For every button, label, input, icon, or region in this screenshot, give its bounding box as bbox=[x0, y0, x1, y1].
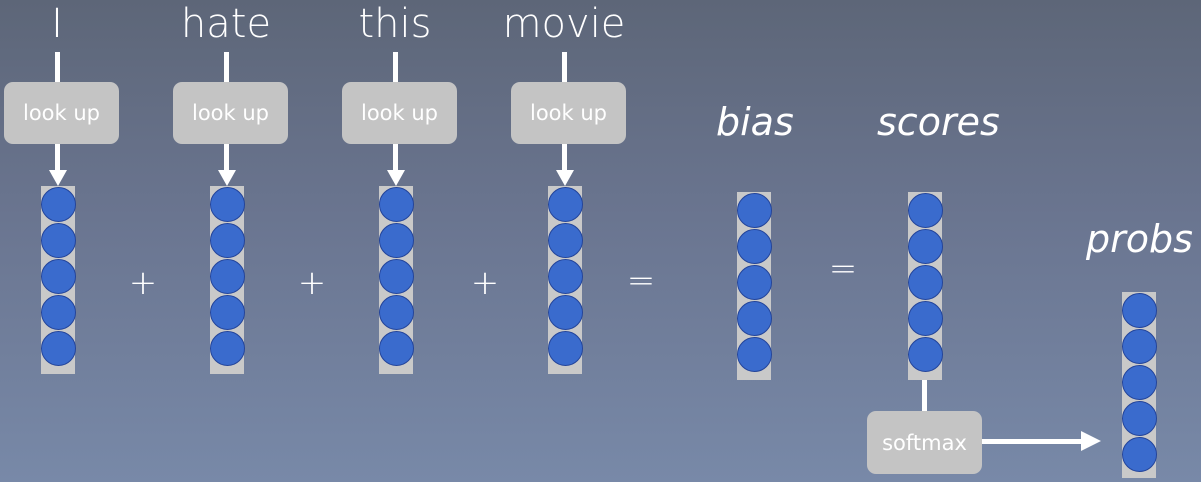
lookup-box: look up bbox=[173, 82, 288, 144]
vector-node bbox=[209, 187, 245, 222]
vector-node bbox=[547, 295, 583, 330]
connector-line bbox=[224, 52, 229, 82]
arrow-right-icon bbox=[1081, 431, 1101, 451]
vector-node bbox=[40, 331, 76, 366]
vector-node bbox=[209, 259, 245, 294]
vector-node bbox=[1121, 329, 1157, 364]
vector-node bbox=[1121, 437, 1157, 472]
vector-node bbox=[736, 301, 772, 336]
connector-line bbox=[922, 380, 927, 412]
vector-node bbox=[40, 187, 76, 222]
softmax-box: softmax bbox=[867, 411, 982, 474]
vector-node bbox=[907, 301, 943, 336]
connector-line bbox=[55, 144, 60, 170]
plus-operator: + bbox=[128, 263, 158, 303]
vector-node bbox=[209, 331, 245, 366]
connector-line bbox=[393, 52, 398, 82]
vector-node bbox=[907, 229, 943, 264]
connector-line bbox=[393, 144, 398, 170]
equals-operator: = bbox=[626, 261, 656, 301]
vector-node bbox=[547, 223, 583, 258]
vector-node bbox=[209, 223, 245, 258]
vector-node bbox=[736, 337, 772, 372]
connector-line bbox=[562, 52, 567, 82]
connector-line bbox=[562, 144, 567, 170]
probs-label: probs bbox=[1086, 217, 1193, 261]
word-hate: hate bbox=[180, 1, 272, 47]
word-this: this bbox=[358, 1, 432, 47]
vector-node bbox=[547, 187, 583, 222]
vector-node bbox=[40, 223, 76, 258]
vector-node bbox=[1121, 293, 1157, 328]
vector-node bbox=[378, 295, 414, 330]
vector-node bbox=[40, 259, 76, 294]
connector-line bbox=[55, 52, 60, 82]
arrow-down-icon bbox=[556, 170, 574, 186]
equals-operator: = bbox=[828, 249, 858, 289]
arrow-down-icon bbox=[387, 170, 405, 186]
vector-node bbox=[209, 295, 245, 330]
plus-operator: + bbox=[470, 263, 500, 303]
vector-node bbox=[736, 193, 772, 228]
scores-vector bbox=[907, 192, 943, 380]
plus-operator: + bbox=[297, 263, 327, 303]
lookup-box: look up bbox=[342, 82, 457, 144]
word-vector-this bbox=[378, 186, 414, 374]
scores-label: scores bbox=[877, 100, 1000, 144]
vector-node bbox=[907, 337, 943, 372]
arrow-down-icon bbox=[218, 170, 236, 186]
lookup-box: look up bbox=[4, 82, 119, 144]
vector-node bbox=[547, 259, 583, 294]
vector-node bbox=[378, 187, 414, 222]
word-i: I bbox=[51, 1, 63, 47]
word-vector-movie bbox=[547, 186, 583, 374]
arrow-down-icon bbox=[49, 170, 67, 186]
vector-node bbox=[1121, 365, 1157, 400]
word-vector-hate bbox=[209, 186, 245, 374]
connector-line bbox=[224, 144, 229, 170]
probs-vector bbox=[1121, 292, 1157, 478]
vector-node bbox=[907, 265, 943, 300]
word-vector-i bbox=[40, 186, 76, 374]
vector-node bbox=[1121, 401, 1157, 436]
vector-node bbox=[907, 193, 943, 228]
vector-node bbox=[736, 229, 772, 264]
vector-node bbox=[378, 223, 414, 258]
bias-label: bias bbox=[716, 100, 794, 144]
word-movie: movie bbox=[502, 1, 626, 47]
vector-node bbox=[40, 295, 76, 330]
vector-node bbox=[736, 265, 772, 300]
connector-line bbox=[982, 439, 1083, 444]
vector-node bbox=[547, 331, 583, 366]
lookup-box: look up bbox=[511, 82, 626, 144]
vector-node bbox=[378, 259, 414, 294]
bias-vector bbox=[736, 192, 772, 380]
vector-node bbox=[378, 331, 414, 366]
